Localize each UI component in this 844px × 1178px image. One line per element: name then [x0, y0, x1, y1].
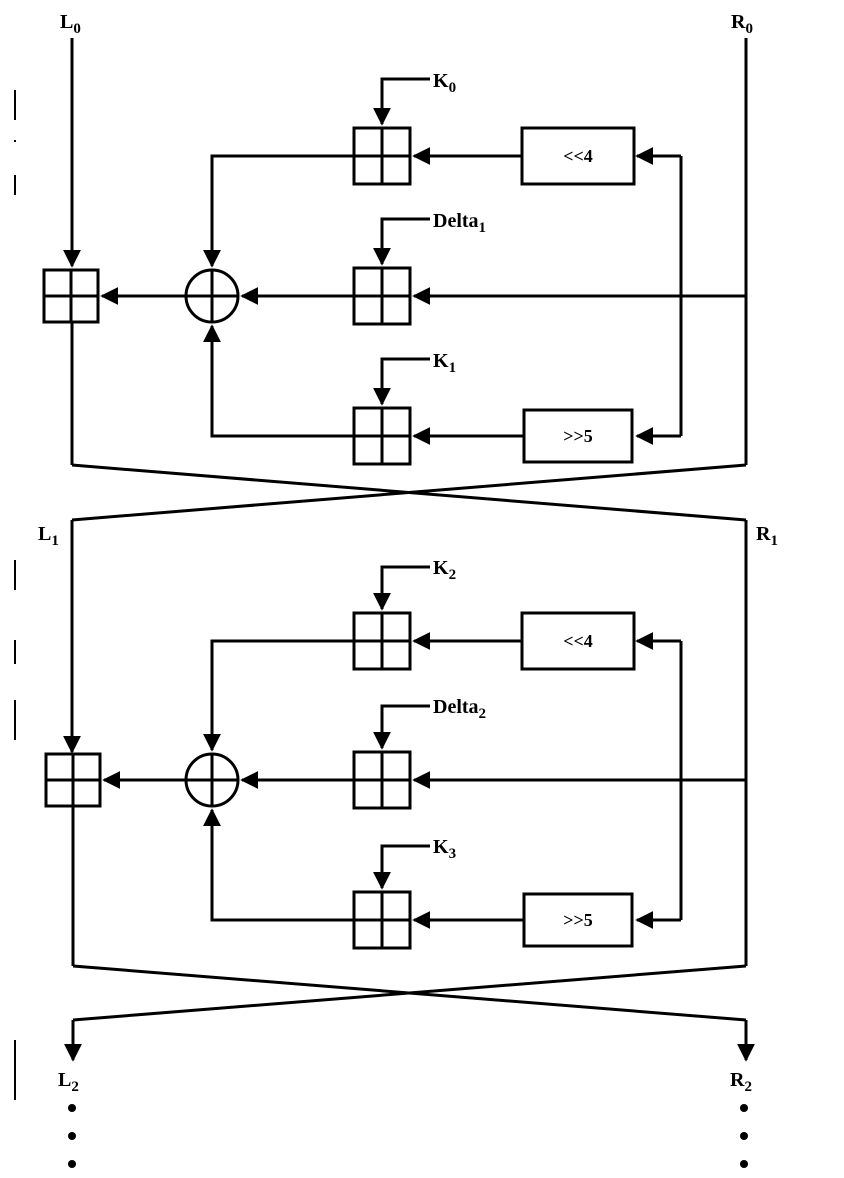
- adder-k2: [352, 611, 412, 671]
- input-right-label: R0: [731, 11, 753, 37]
- input-left-label: L0: [60, 11, 81, 37]
- scan-edge-mark: [14, 175, 16, 195]
- output-r1-label: R1: [756, 523, 778, 549]
- delta-2-label: Delta2: [433, 696, 486, 722]
- continuation-dots-right: [740, 1104, 748, 1168]
- xor-2: [184, 752, 240, 808]
- adder-delta2: [352, 750, 412, 810]
- k3-adder-to-xor: [203, 808, 354, 922]
- left-adder-2: [44, 752, 102, 808]
- adder-k3: [352, 890, 412, 950]
- output-l1-label: L1: [38, 523, 59, 549]
- k2-adder-to-xor: [203, 639, 354, 752]
- adder-delta1: [352, 266, 412, 326]
- scan-edge-mark: [14, 640, 16, 664]
- swap-right-to-left-2: [72, 964, 747, 1022]
- k1-input-line: [373, 357, 430, 406]
- shift-right-label: >>5: [563, 426, 593, 446]
- round-2: <<4 >>5 K2 Delta2 K3: [44, 520, 748, 1022]
- continuation-dots-left: [68, 1104, 76, 1168]
- shift-left-label: <<4: [563, 146, 593, 166]
- delta-1-label: Delta1: [433, 210, 486, 236]
- scan-edge-mark: [14, 1040, 16, 1100]
- shift-left-box: [520, 126, 636, 186]
- k2-input-line: [373, 565, 430, 611]
- left-adder-1: [42, 268, 100, 324]
- shift-left-label-2: <<4: [563, 631, 593, 651]
- output-r2-label: R2: [730, 1069, 752, 1095]
- k3-input-line: [373, 844, 430, 890]
- scan-edge-mark: [14, 700, 16, 740]
- round-1: <<4 >>5 K0 Delta1: [42, 38, 748, 522]
- k0-adder-to-xor: [203, 154, 354, 268]
- adder-k0: [352, 126, 412, 186]
- xor-1: [184, 268, 240, 324]
- scan-edge-mark: [14, 90, 16, 120]
- k1-adder-to-xor: [203, 324, 354, 438]
- delta2-input-line: [373, 704, 430, 750]
- output-l2-label: L2: [58, 1069, 79, 1095]
- shift-right-label-2: >>5: [563, 910, 593, 930]
- scan-edge-mark: [14, 140, 16, 142]
- key-k2-label: K2: [433, 557, 456, 583]
- key-k3-label: K3: [433, 836, 456, 862]
- scan-edge-mark: [14, 560, 16, 590]
- delta1-input-line: [373, 217, 430, 266]
- key-k1-label: K1: [433, 350, 456, 376]
- k0-input-line: [373, 77, 430, 126]
- swap-right-to-left: [71, 463, 747, 522]
- adder-k1: [352, 406, 412, 466]
- key-k0-label: K0: [433, 70, 456, 96]
